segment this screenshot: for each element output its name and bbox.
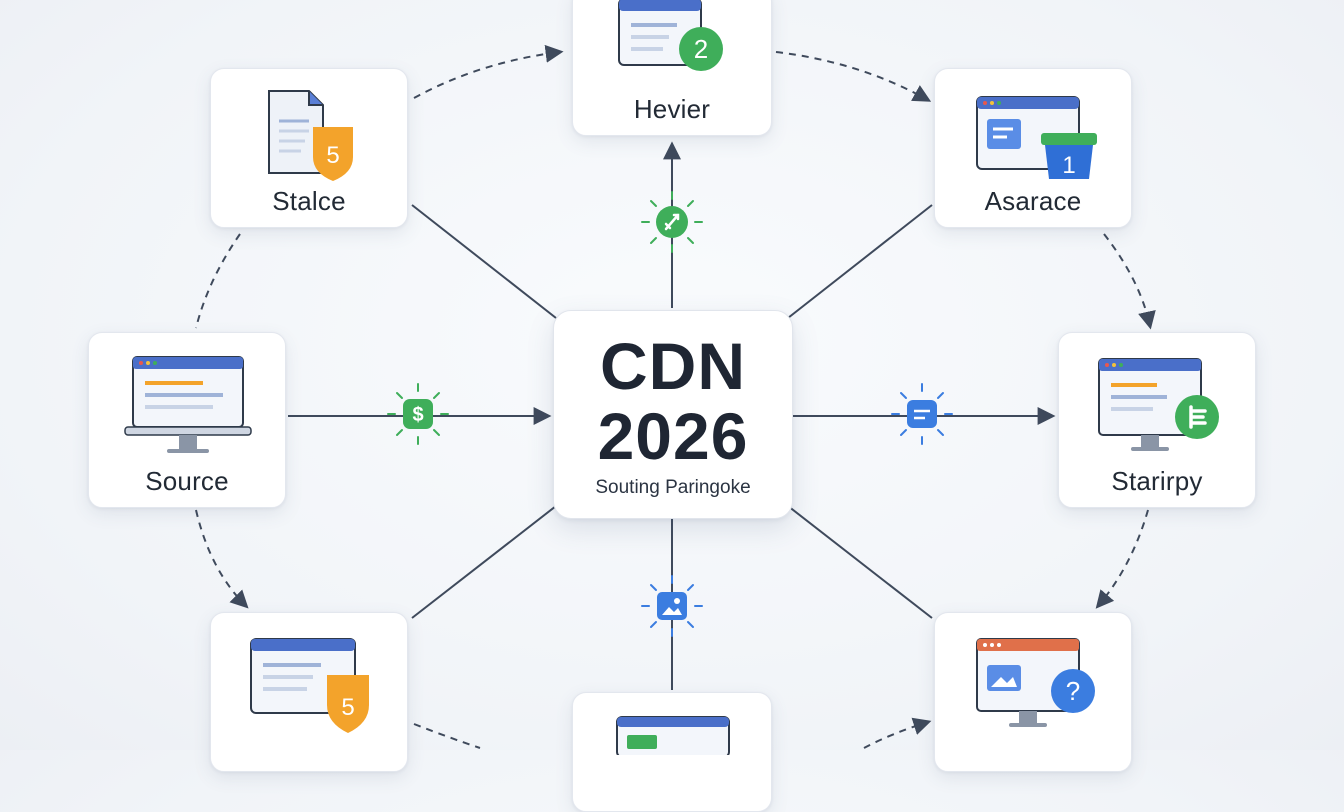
laptop-icon [124, 356, 252, 453]
rocket-icon [641, 191, 703, 253]
ring-bottom-left [413, 723, 481, 749]
hub-title-line2: 2026 [597, 398, 749, 473]
spoke-bottom-left [411, 505, 557, 619]
badge-number: 2 [694, 34, 708, 64]
ring-right-lower [1095, 509, 1149, 609]
node-top-left[interactable]: 5 Stalce [210, 68, 408, 228]
node-label: Starirpy [1111, 466, 1203, 496]
node-bottom-right[interactable]: ? [934, 612, 1132, 772]
ring-top-right [775, 51, 932, 102]
ring-bottom-right [863, 717, 932, 749]
center-hub[interactable]: CDN 2026 Souting Paringoke [553, 310, 793, 519]
badge-number: 5 [341, 694, 354, 721]
ring-left-upper [195, 233, 241, 329]
document-file-icon: 5 [268, 90, 353, 181]
node-left[interactable]: Source [88, 332, 286, 508]
svg-text:$: $ [412, 404, 423, 426]
node-label: Asarace [984, 186, 1082, 216]
badge-number: 5 [326, 142, 339, 169]
node-label: Stalce [272, 186, 346, 216]
spoke-top-left [411, 204, 557, 319]
image-icon [641, 575, 703, 637]
badge-number: 1 [1062, 152, 1075, 179]
browser-window-icon [616, 716, 730, 755]
monitor-help-icon: ? [976, 638, 1095, 727]
node-bottom-left[interactable]: 5 [210, 612, 408, 772]
node-label: Hevier [633, 94, 711, 124]
ring-right-upper [1103, 233, 1156, 330]
node-top-right[interactable]: 1 Asarace [934, 68, 1132, 228]
hub-subtitle: Souting Paringoke [595, 476, 751, 498]
spoke-bottom-right [787, 505, 933, 619]
monitor-badge-icon [1098, 358, 1219, 451]
badge-symbol: ? [1066, 676, 1080, 706]
browser-shield-icon: 5 [250, 638, 369, 733]
monitor-cart-icon: 1 [976, 96, 1097, 179]
dollar-icon: $ [387, 383, 449, 445]
node-bottom[interactable] [572, 692, 772, 812]
node-right[interactable]: Starirpy [1058, 332, 1256, 508]
connection-lines: $ [195, 44, 1156, 749]
node-top[interactable]: 2 Hevier [572, 0, 772, 136]
spoke-top-right [787, 204, 933, 319]
ring-left-lower [195, 509, 249, 609]
node-label: Source [145, 466, 229, 496]
hub-title-line1: CDN [600, 328, 746, 403]
ring-top-left [413, 44, 564, 99]
document-icon [891, 383, 953, 445]
browser-window-icon: 2 [618, 0, 723, 71]
